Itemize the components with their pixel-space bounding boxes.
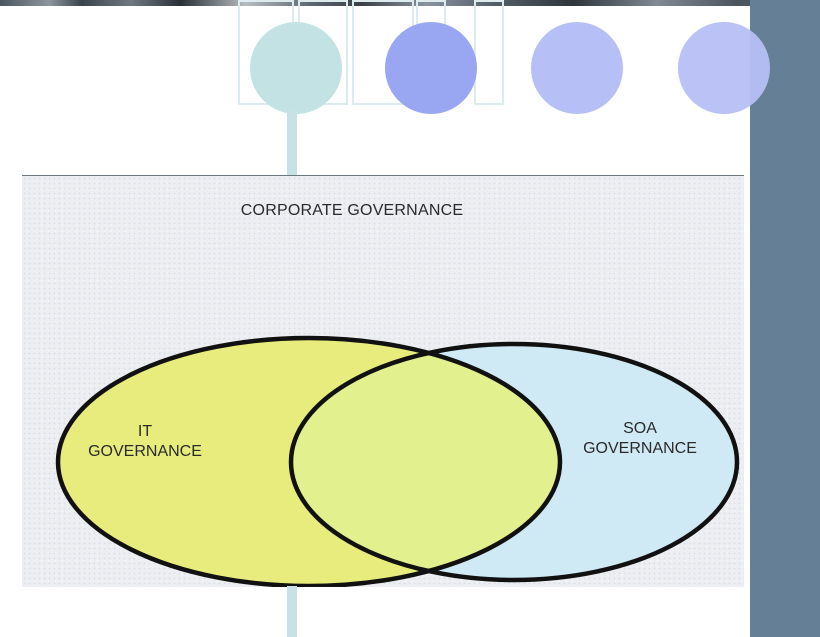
- decorative-bar-outline: [474, 0, 504, 105]
- soa-governance-label-line1: SOA: [623, 420, 657, 437]
- soa-governance-label: SOA GOVERNANCE: [570, 419, 710, 459]
- soa-governance-label-line2: GOVERNANCE: [583, 440, 697, 457]
- top-photo-strip: [0, 0, 820, 6]
- decorative-circle-4: [678, 22, 770, 114]
- diagram-title: CORPORATE GOVERNANCE: [240, 202, 464, 219]
- decorative-circle-3: [531, 22, 623, 114]
- soa-governance-outline: [288, 341, 740, 583]
- venn-svg: [55, 335, 740, 587]
- it-governance-label: IT GOVERNANCE: [60, 422, 230, 462]
- connector-line-bottom: [287, 586, 297, 637]
- it-governance-label-line2: GOVERNANCE: [88, 443, 202, 460]
- venn-diagram: CORPORATE GOVERNANCE IT GOVERNANCE SOA G…: [22, 175, 744, 587]
- overlap-region: [291, 344, 560, 580]
- it-governance-outline: [55, 335, 563, 587]
- side-panel: [750, 0, 820, 637]
- decorative-circle-2: [385, 22, 477, 114]
- it-governance-label-line1: IT: [137, 423, 153, 440]
- connector-line-top: [287, 110, 297, 178]
- decorative-circle-1: [250, 22, 342, 114]
